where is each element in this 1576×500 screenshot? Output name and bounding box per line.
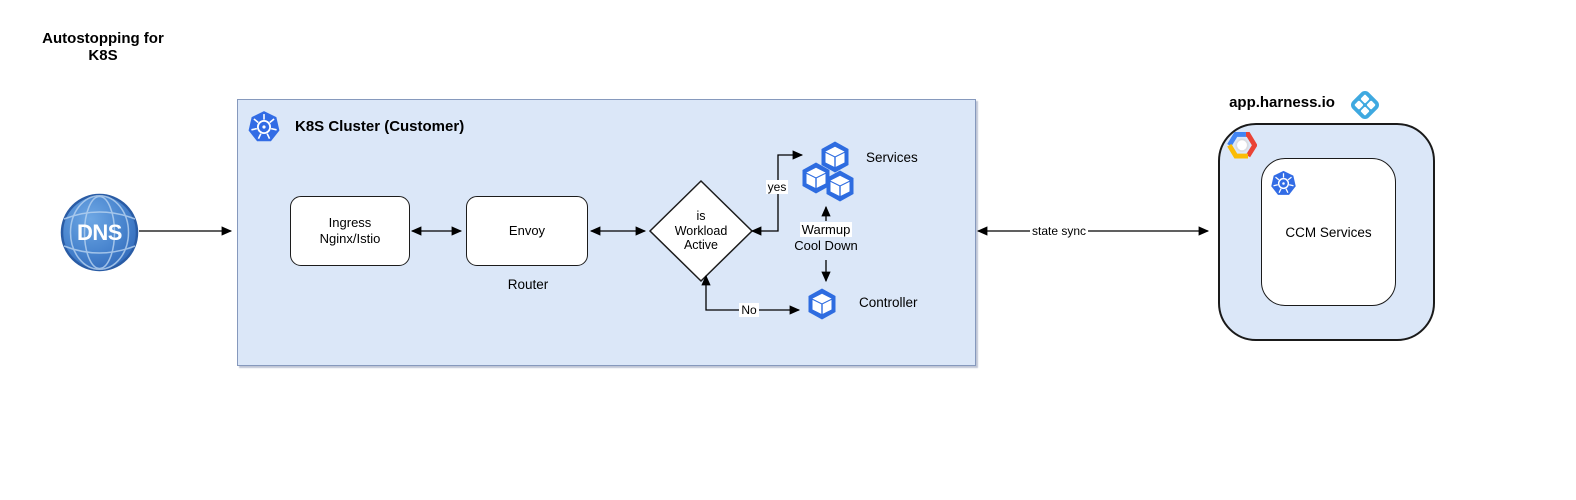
yes-text: yes bbox=[765, 180, 789, 194]
dns-globe-icon bbox=[60, 193, 139, 272]
ingress-label: Ingress Nginx/Istio bbox=[319, 215, 381, 246]
envoy-node: Envoy bbox=[466, 196, 588, 266]
ccm-services-label: CCM Services bbox=[1285, 224, 1372, 240]
edge-label-no: No bbox=[734, 303, 764, 317]
harness-section-title: app.harness.io bbox=[1229, 94, 1335, 111]
harness-logo-icon bbox=[1351, 91, 1379, 119]
kubernetes-icon bbox=[1270, 170, 1297, 196]
ingress-node: Ingress Nginx/Istio bbox=[290, 196, 410, 266]
warmup-text: Warmup bbox=[799, 222, 853, 237]
google-cloud-icon bbox=[1227, 132, 1257, 159]
edge-label-warmup-cooldown: Warmup Cool Down bbox=[784, 222, 868, 254]
workload-cube-icon bbox=[808, 288, 836, 320]
router-label: Router bbox=[507, 277, 549, 292]
page-title: Autostopping for K8S bbox=[42, 30, 164, 64]
services-label: Services bbox=[866, 150, 918, 165]
edge-label-yes: yes bbox=[760, 180, 794, 194]
cluster-title: K8S Cluster (Customer) bbox=[295, 118, 465, 135]
state-sync-text: state sync bbox=[1029, 224, 1089, 238]
no-text: No bbox=[739, 303, 759, 317]
edge-label-state-sync: state sync bbox=[1020, 224, 1098, 238]
workload-cubes-icon bbox=[802, 141, 854, 202]
kubernetes-icon bbox=[247, 110, 281, 143]
cooldown-text: Cool Down bbox=[794, 238, 858, 253]
controller-label: Controller bbox=[859, 295, 918, 310]
decision-label: is Workload Active bbox=[674, 209, 728, 252]
dns-label: DNS bbox=[77, 219, 122, 245]
envoy-label: Envoy bbox=[508, 223, 546, 238]
